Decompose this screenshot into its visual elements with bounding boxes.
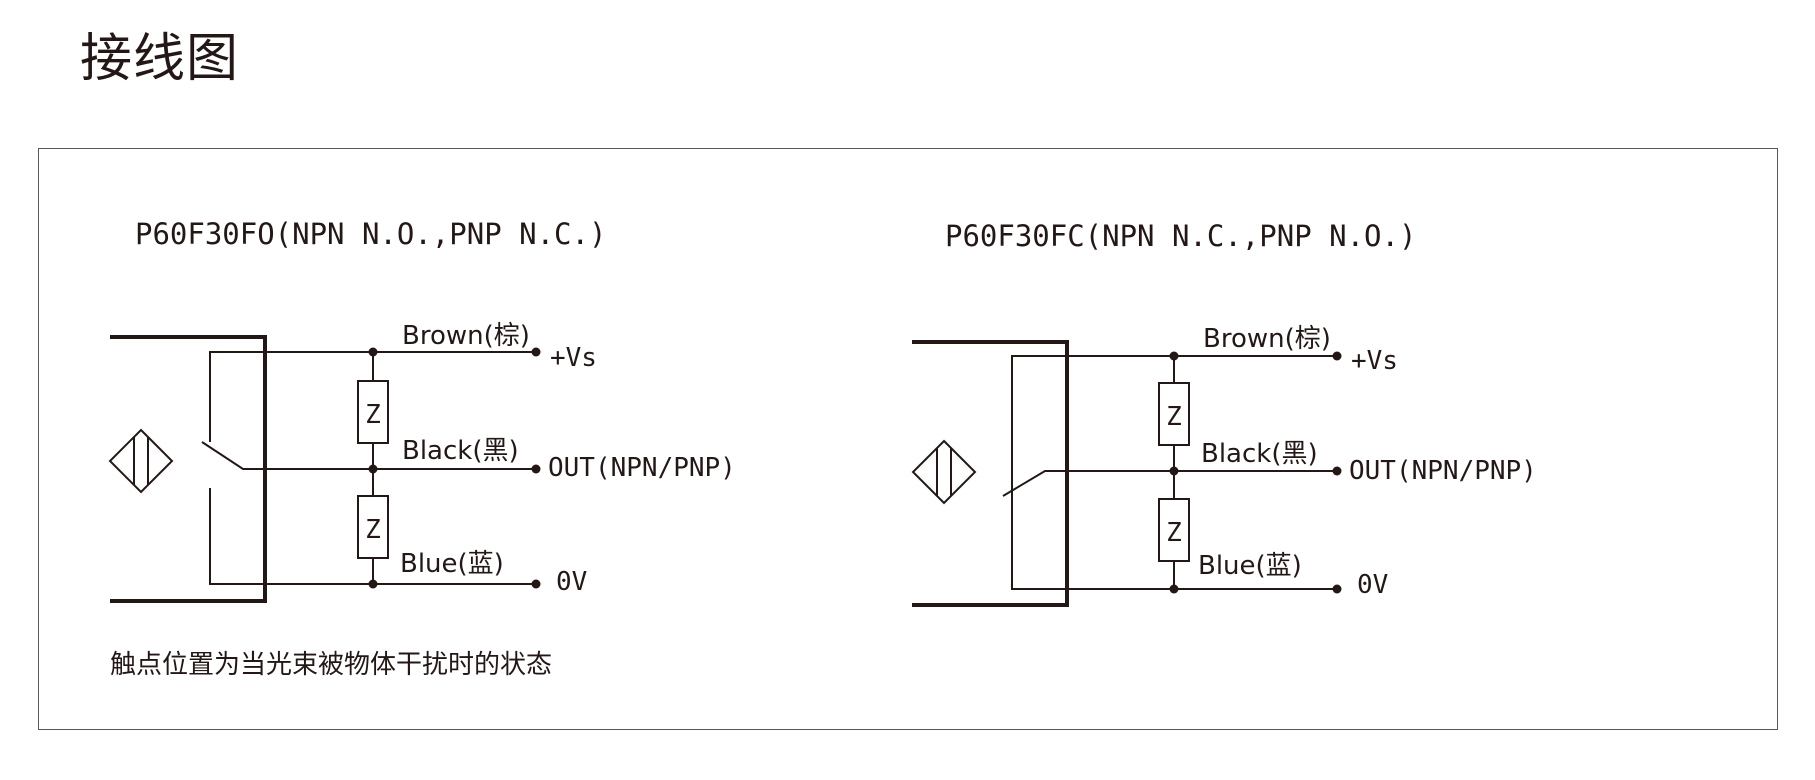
load-resistor-bottom (1158, 498, 1190, 562)
load-resistor-bottom (357, 495, 389, 559)
switch-contact-closed (1002, 470, 1337, 497)
load-label-bottom: Z (1166, 518, 1182, 548)
terminal-label-out: OUT(NPN/PNP) (548, 453, 736, 483)
wire-label-brown: Brown(棕) (1203, 324, 1331, 354)
wire-label-black: Black(黑) (402, 436, 519, 466)
terminal-dot-out (531, 464, 541, 474)
inner-frame (209, 351, 536, 442)
page-title: 接线图 (80, 29, 240, 89)
load-resistor-top (1158, 382, 1190, 446)
inner-frame-lower (209, 488, 536, 585)
contact-state-note: 触点位置为当光束被物体干扰时的状态 (110, 650, 553, 680)
junction-dot (1169, 351, 1179, 361)
sensor-housing (912, 340, 1069, 607)
wire-label-blue: Blue(蓝) (400, 549, 504, 579)
switch-contact-open (201, 441, 536, 470)
load-label-bottom: Z (365, 515, 381, 545)
sensor-diamond-icon (108, 428, 174, 494)
terminal-label-ov: 0V (1357, 570, 1388, 600)
load-resistor-top (357, 380, 389, 444)
terminal-dot-ov (1332, 584, 1342, 594)
terminal-label-vs: +Vs (1351, 346, 1398, 376)
terminal-dot-ov (531, 579, 541, 589)
terminal-dot-out (1332, 466, 1342, 476)
diagram-title: P60F30FO(NPN N.O.,PNP N.C.) (135, 217, 606, 251)
wire-label-brown: Brown(棕) (402, 321, 530, 351)
terminal-label-ov: 0V (556, 567, 587, 597)
terminal-dot-vs (1332, 351, 1342, 361)
junction-dot (1169, 466, 1179, 476)
junction-dot (1169, 584, 1179, 594)
wire-label-blue: Blue(蓝) (1198, 551, 1302, 581)
wiring-diagram-nc: P60F30FC(NPN N.C.,PNP N.O.) Z Z Br (911, 219, 1537, 607)
junction-dot (368, 579, 378, 589)
terminal-dot-vs (531, 347, 541, 357)
terminal-label-vs: +Vs (550, 343, 597, 373)
terminal-label-out: OUT(NPN/PNP) (1349, 456, 1537, 486)
junction-dot (368, 464, 378, 474)
wire-label-black: Black(黑) (1201, 439, 1318, 469)
junction-dot (368, 347, 378, 357)
diagram-title: P60F30FC(NPN N.C.,PNP N.O.) (945, 219, 1416, 253)
diagram-frame (38, 148, 1778, 730)
load-label-top: Z (365, 400, 381, 430)
sensor-diamond-icon (911, 439, 977, 505)
load-label-top: Z (1166, 402, 1182, 432)
wiring-diagram-no: P60F30FO(NPN N.O.,PNP N.C.) Z Z (108, 217, 736, 603)
